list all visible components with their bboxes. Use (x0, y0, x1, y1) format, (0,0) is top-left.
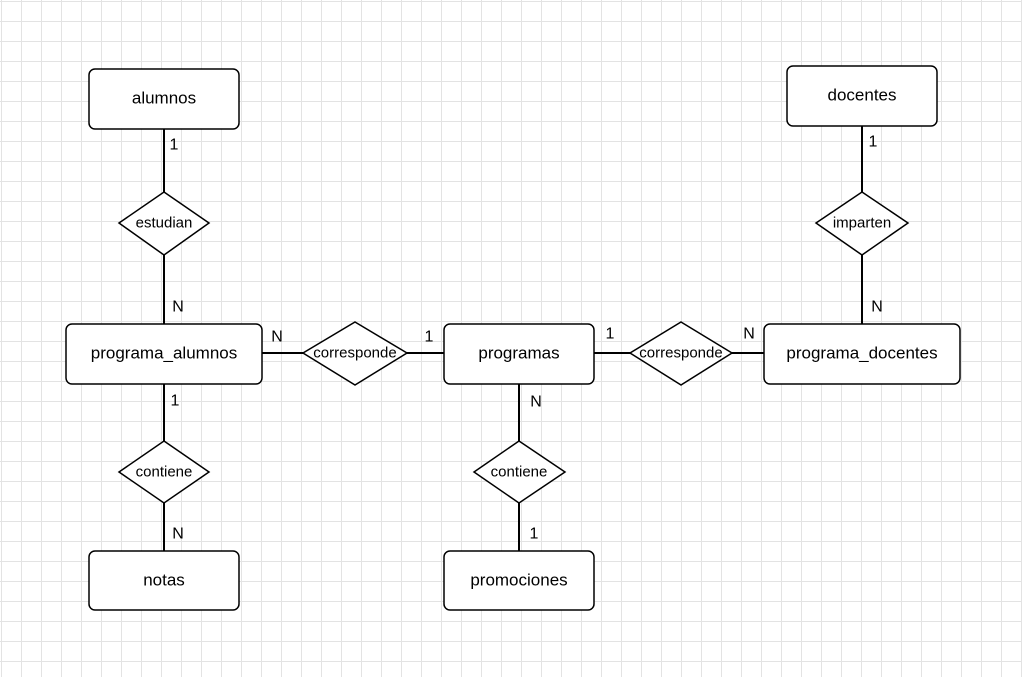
entity-programa-docentes[interactable]: programa_docentes (763, 323, 961, 385)
connector-lines (163, 126, 863, 551)
relationship-corresponde-right-label: corresponde (639, 345, 722, 362)
relationship-estudian[interactable]: estudian (117, 191, 211, 256)
entity-programa-docentes-label: programa_docentes (786, 344, 937, 363)
relationship-corresponde-left[interactable]: corresponde (301, 321, 409, 386)
cardinality-corresponde-programa-docentes: N (743, 326, 755, 343)
entity-notas-label: notas (143, 571, 185, 590)
cardinality-docentes-imparten: 1 (869, 134, 878, 151)
relationship-estudian-label: estudian (136, 215, 193, 232)
entity-docentes[interactable]: docentes (786, 65, 938, 127)
relationship-contiene-left-label: contiene (136, 464, 193, 481)
cardinality-programas-contiene: N (530, 394, 542, 411)
entity-alumnos-label: alumnos (132, 89, 196, 108)
entity-promociones[interactable]: promociones (443, 550, 595, 611)
entity-programa-alumnos-label: programa_alumnos (91, 344, 237, 363)
cardinality-labels: 1 N 1 N N 1 1 N 1 N N 1 (170, 134, 883, 543)
cardinality-contiene-promociones: 1 (530, 526, 539, 543)
relationship-contiene-left[interactable]: contiene (117, 440, 211, 504)
relationship-imparten-label: imparten (833, 215, 891, 232)
entity-docentes-label: docentes (828, 86, 897, 105)
cardinality-corresponde-programas: 1 (425, 329, 434, 346)
entity-programas-label: programas (478, 344, 559, 363)
cardinality-contiene-notas: N (172, 526, 184, 543)
entity-notas[interactable]: notas (88, 550, 240, 611)
relationship-corresponde-right[interactable]: corresponde (628, 321, 734, 386)
cardinality-imparten-programa-docentes: N (871, 299, 883, 316)
relationship-contiene-center[interactable]: contiene (472, 440, 567, 504)
cardinality-programa-alumnos-contiene: 1 (171, 393, 180, 410)
entity-programa-alumnos[interactable]: programa_alumnos (65, 323, 263, 385)
cardinality-alumnos-estudian: 1 (170, 137, 179, 154)
relationship-imparten[interactable]: imparten (814, 191, 910, 256)
relationship-contiene-center-label: contiene (491, 464, 548, 481)
entity-alumnos[interactable]: alumnos (88, 68, 240, 130)
relationship-corresponde-left-label: corresponde (313, 345, 396, 362)
cardinality-estudian-programa-alumnos: N (172, 299, 184, 316)
cardinality-programa-alumnos-corresponde: N (271, 329, 283, 346)
entity-promociones-label: promociones (470, 571, 567, 590)
entity-programas[interactable]: programas (443, 323, 595, 385)
cardinality-programas-corresponde: 1 (606, 326, 615, 343)
